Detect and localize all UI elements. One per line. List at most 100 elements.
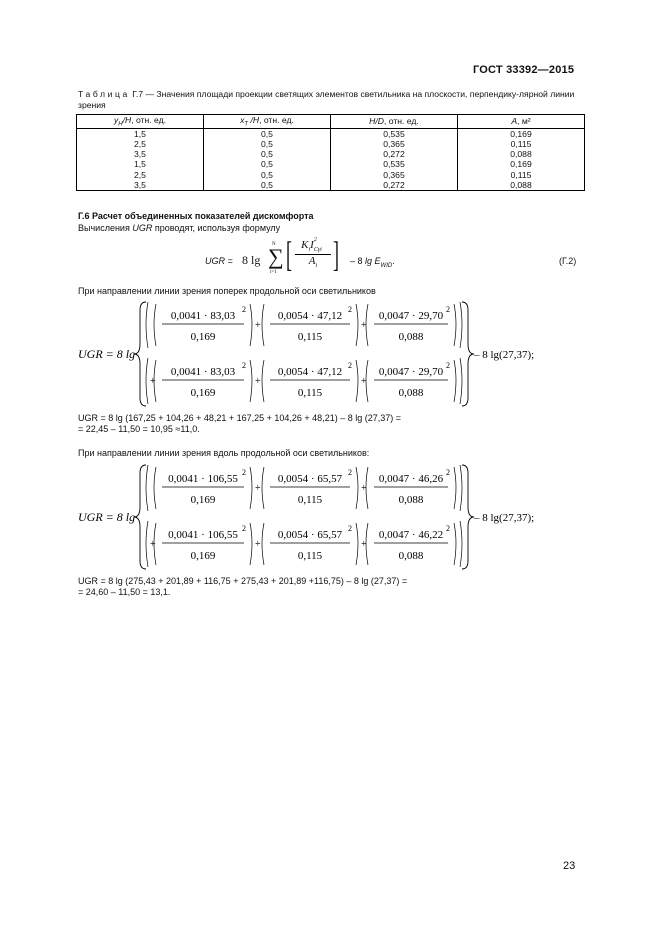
term-numerator: 0,0047 · 29,70 [379, 310, 444, 322]
table-cell: 1,5 [76, 159, 204, 170]
table-cell: 0,5 [203, 179, 331, 191]
term-denominator: 0,115 [298, 331, 323, 343]
formula-lg: 8 lg [242, 253, 261, 267]
plus-sign: + [361, 376, 367, 387]
table-cell: 0,365 [330, 138, 458, 150]
table-cell: 3,5 [76, 149, 204, 160]
equation-number: (Г.2) [559, 256, 577, 266]
term-paren-left [261, 466, 265, 510]
plus-sign: + [361, 320, 367, 331]
table-cell: 0,535 [330, 128, 458, 139]
column-header: H/D, отн. ед. [330, 114, 458, 129]
term-paren-right [453, 522, 457, 566]
inner-paren-left [145, 520, 149, 568]
term-denominator: 0,115 [298, 550, 323, 562]
ugr-lhs: UGR = 8 lg [78, 347, 135, 361]
table-cell: 0,272 [330, 149, 458, 160]
formula-bracket-left: [ [286, 234, 292, 274]
table-caption-text: Г.7 — Значения площади проекции светящих… [78, 89, 575, 110]
term-paren-left [153, 466, 157, 510]
section-title: Г.6 Расчет объединенных показателей диск… [78, 211, 314, 221]
formula-sigma: ∑ [268, 244, 284, 269]
term-paren-left [365, 359, 369, 403]
term-numerator: 0,0047 · 29,70 [379, 366, 444, 378]
term-paren-right [453, 359, 457, 403]
term-paren-right [249, 522, 253, 566]
table-cell: 0,5 [203, 128, 331, 139]
table-cell: 0,169 [457, 159, 585, 170]
section-intro: Вычисления UGR проводят, используя форму… [78, 223, 280, 233]
term-paren-right [249, 466, 253, 510]
term-denominator: 0,169 [191, 550, 216, 562]
term-denominator: 0,088 [399, 494, 424, 506]
term-exponent: 2 [446, 361, 450, 370]
ugr-equation-svg: UGR = 8 lg– 8 lg(27,37);0,0041 · 83,0320… [78, 301, 534, 407]
term-paren-left [153, 522, 157, 566]
intro-text-end: проводят, используя формулу [152, 223, 281, 233]
along-label: При направлении линии зрения вдоль продо… [78, 448, 370, 458]
term-paren-right [453, 303, 457, 347]
inner-paren-right [459, 520, 463, 568]
term-numerator: 0,0054 · 65,57 [278, 473, 343, 485]
intro-text: Вычисления [78, 223, 133, 233]
term-denominator: 0,169 [191, 331, 216, 343]
term-paren-left [153, 359, 157, 403]
table-cell: 0,088 [457, 149, 585, 160]
along-result-1: UGR = 8 lg (275,43 + 201,89 + 116,75 + 2… [78, 576, 408, 586]
term-exponent: 2 [242, 524, 246, 533]
term-denominator: 0,088 [399, 331, 424, 343]
table-cell: 0,365 [330, 169, 458, 180]
plus-sign: + [255, 376, 261, 387]
outer-brace-right [461, 301, 475, 407]
table-cell: 0,535 [330, 159, 458, 170]
term-numerator: 0,0047 · 46,26 [379, 473, 444, 485]
table-cell: 0,5 [203, 169, 331, 180]
term-paren-left [153, 303, 157, 347]
intro-ugr: UGR [132, 223, 153, 233]
table-header-row: yH/H, отн. ед. xT /H, отн. ед. H/D, отн.… [76, 114, 585, 129]
outer-brace-left [133, 301, 147, 407]
term-numerator: 0,0047 · 46,22 [379, 529, 443, 541]
plus-sign: + [255, 539, 261, 550]
plus-sign: + [361, 483, 367, 494]
table-cell: 0,5 [203, 159, 331, 170]
term-paren-right [355, 522, 359, 566]
table-cell: 0,115 [457, 138, 585, 150]
term-denominator: 0,088 [399, 387, 424, 399]
term-denominator: 0,088 [399, 550, 424, 562]
column-header: xT /H, отн. ед. [203, 114, 331, 129]
term-paren-left [365, 522, 369, 566]
formula-sum-lower: i=1 [270, 270, 277, 275]
inner-paren-right [459, 301, 463, 349]
outer-brace-left [133, 464, 147, 570]
formula-sum-upper: N [272, 242, 276, 247]
term-exponent: 2 [242, 305, 246, 314]
term-exponent: 2 [242, 361, 246, 370]
page-number: 23 [563, 860, 576, 872]
plus-sign: + [150, 376, 156, 387]
along-result-2: = 24,60 – 11,50 = 13,1. [78, 587, 171, 597]
column-header: A, м² [457, 114, 585, 129]
outer-brace-right [461, 464, 475, 570]
term-paren-right [355, 466, 359, 510]
term-paren-right [355, 359, 359, 403]
term-exponent: 2 [348, 524, 352, 533]
term-paren-left [365, 466, 369, 510]
term-paren-left [365, 303, 369, 347]
term-paren-left [261, 359, 265, 403]
table-cell: 0,5 [203, 149, 331, 160]
formula-bracket-right: ] [333, 234, 339, 274]
term-paren-right [249, 359, 253, 403]
term-denominator: 0,169 [191, 387, 216, 399]
inner-paren-right [459, 357, 463, 405]
table-caption: Таблица Г.7 — Значения площади проекции … [78, 89, 586, 111]
term-denominator: 0,115 [298, 494, 323, 506]
across-label: При направлении линии зрения поперек про… [78, 286, 376, 296]
term-exponent: 2 [348, 361, 352, 370]
table-cell: 3,5 [76, 179, 204, 191]
table-cell: 0,088 [457, 179, 585, 191]
